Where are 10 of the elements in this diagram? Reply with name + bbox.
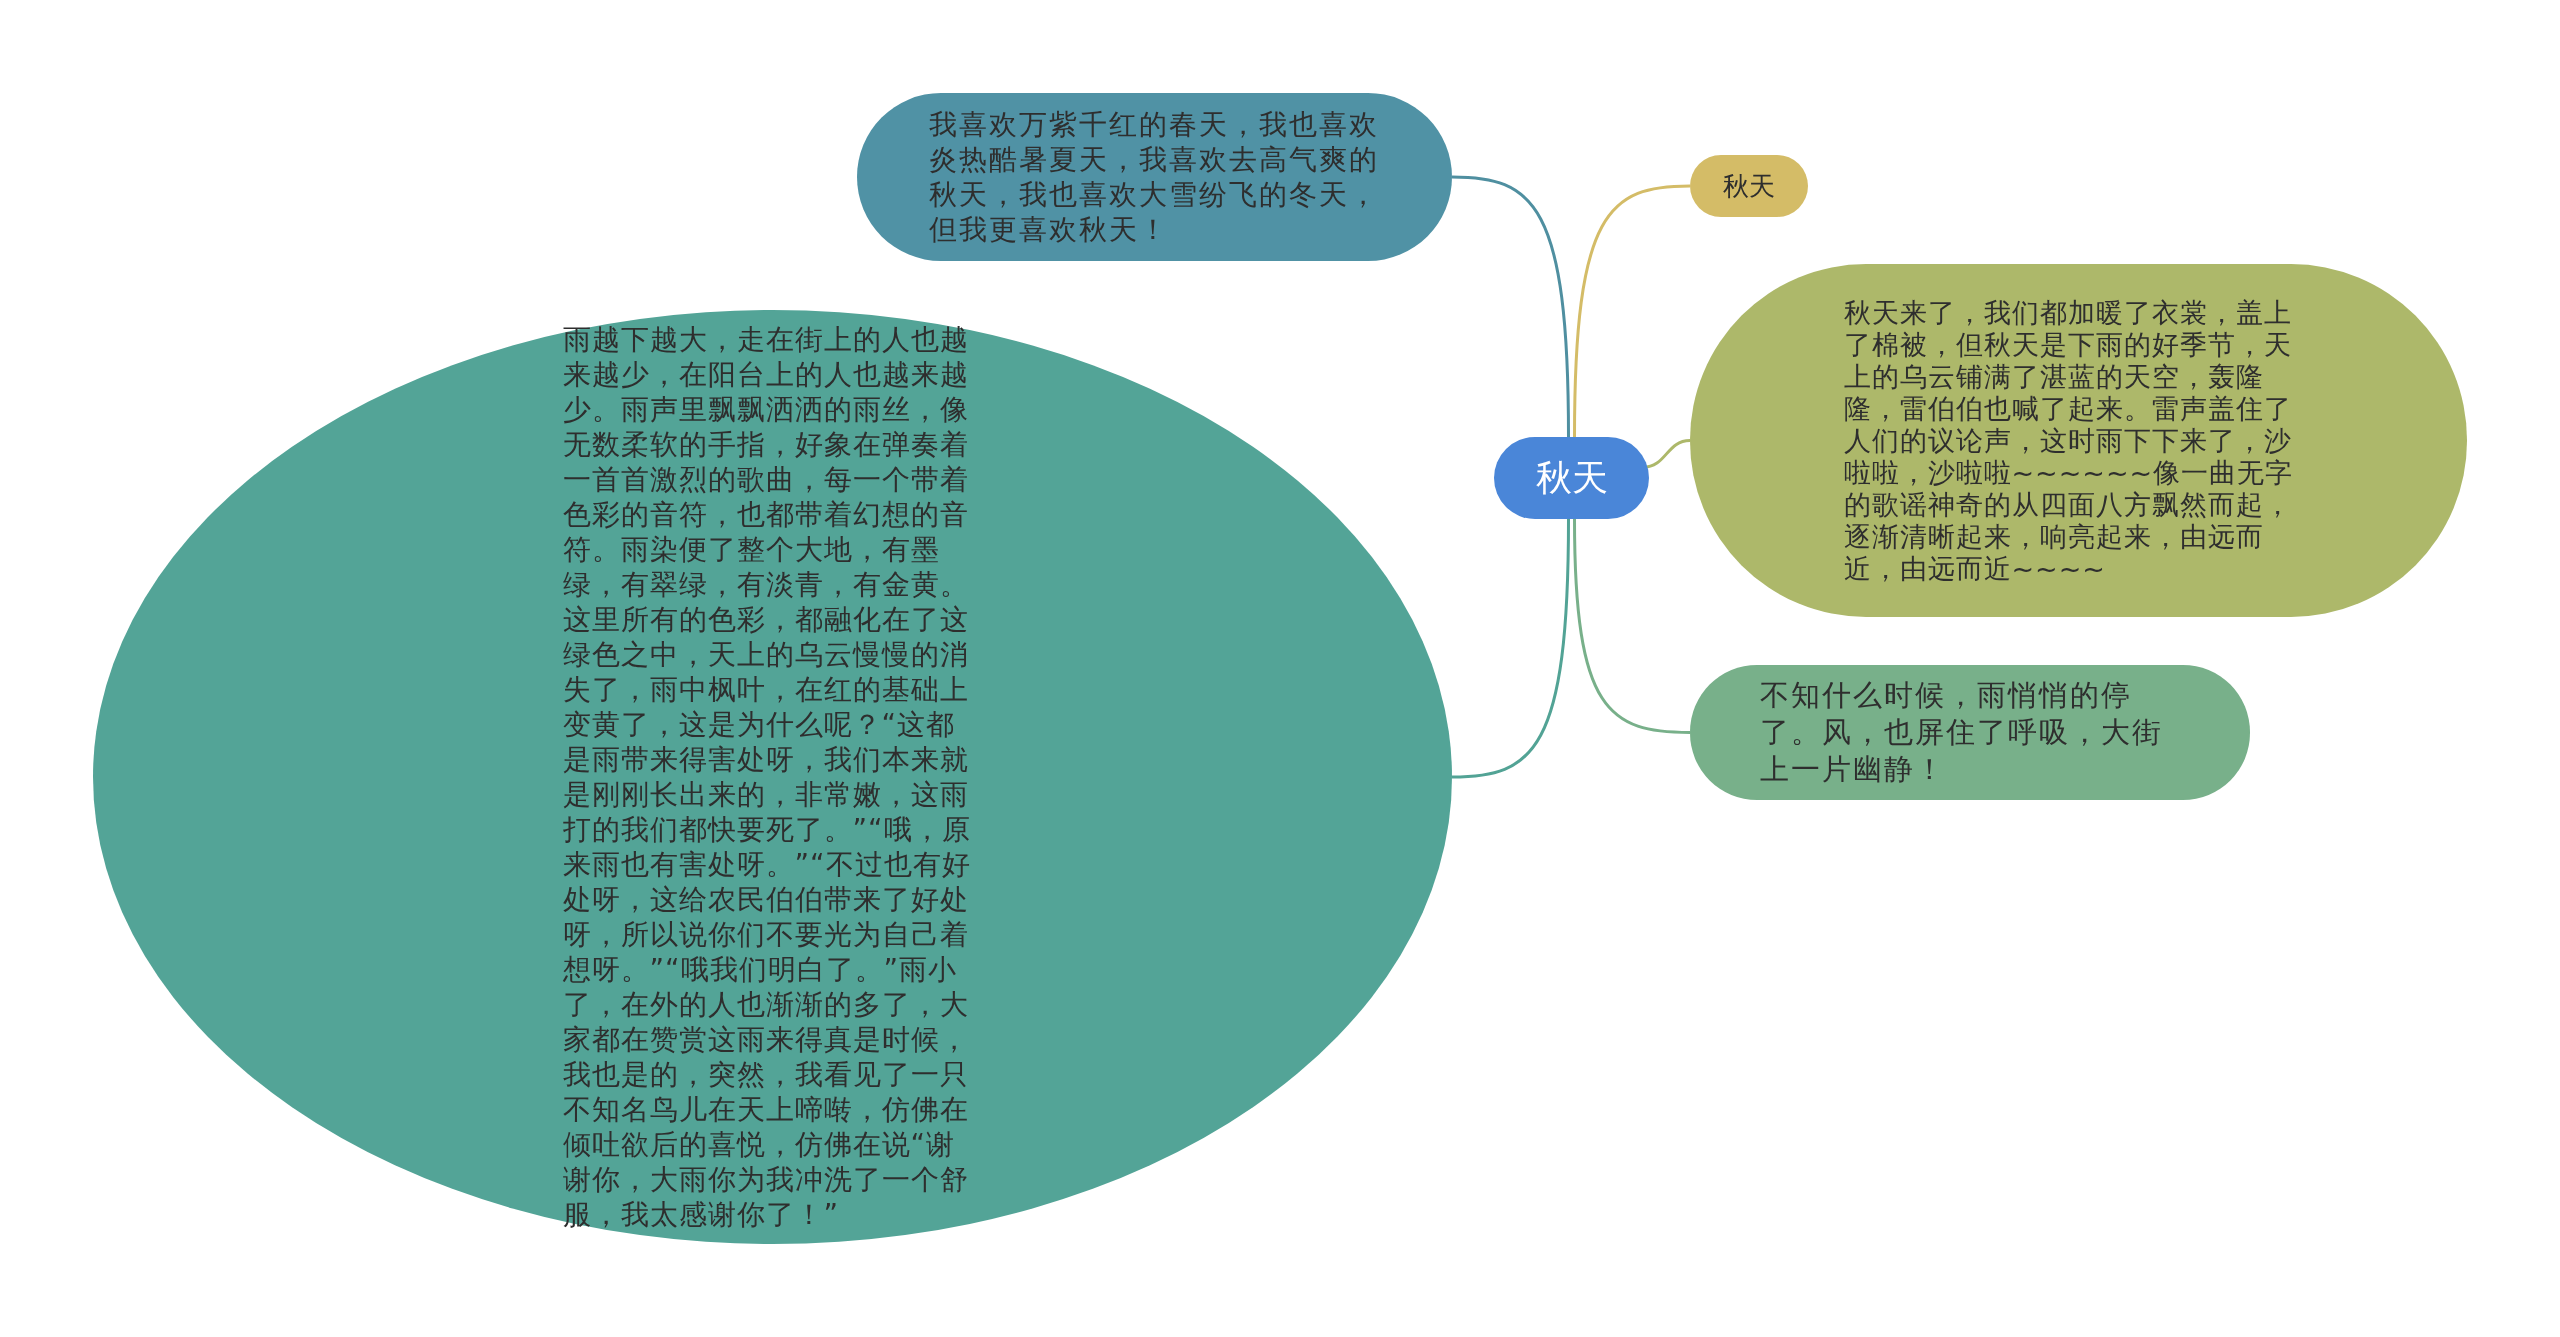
topic-text: 我喜欢万紫千红的春天，我也喜欢炎热酷暑夏天，我喜欢去高气爽的秋天，我也喜欢大雪纷飞的冬天，但我更喜欢秋天！ (928, 107, 1380, 247)
topic-text: 雨越下越大，走在街上的人也越来越少，在阳台上的人也越来越少。雨声里飘飘洒洒的雨丝，像无数柔软的手指，好象在弹奏着一首首激烈的歌曲，每一个带着色彩的音符，也都带着幻想的音符。雨染便了整个大地，有墨绿，有翠绿，有淡青，有金黄。这里所有的色彩，都融化在了这绿色之中，天上的乌云慢慢的消失了，雨中枫叶，在红的基础上变黄了，这是为什么呢？“这都是雨带来得害处呀，我们本来就是刚刚长出来的，非常嫩，这雨打的我们都快要死了。”“哦，原来雨也有害处呀。”“不过也有好处呀，这给农民伯伯带来了好处呀，所以说你们不要光为自己着想呀。”“哦我们明白了。”雨小了，在外的人也渐渐的多了，大家都在赞赏这雨来得真是时候，我也是的，突然，我看见了一只不知名鸟儿在天上啼啭，仿佛在倾吐欲后的喜悦，仿佛在说“谢谢你，大雨你为我冲洗了一个舒服，我太感谢你了！” (562, 322, 972, 1232)
topic-text: 秋天来了，我们都加暖了衣裳，盖上了棉被，但秋天是下雨的好季节，天上的乌云铺满了湛蓝的天空，轰隆隆，雷伯伯也喊了起来。雷声盖住了人们的议论声，这时雨下下来了，沙啦啦，沙啦啦~~~~~~像一曲无字的歌谣神奇的从四面八方飘然而起，逐渐清晰起来，响亮起来，由远而近，由远而近~~~~ (1843, 296, 2295, 585)
connector-line (1451, 518, 1570, 779)
connector-line (1451, 175, 1570, 438)
topic-text: 秋天 (1535, 458, 1608, 498)
connector-line (1573, 518, 1691, 734)
connector-line (1573, 184, 1691, 438)
topic-text: 秋天 (1723, 171, 1775, 201)
topic-text: 不知什么时候，雨悄悄的停了。风，也屏住了呼吸，大街上一片幽静！ (1760, 677, 2164, 788)
